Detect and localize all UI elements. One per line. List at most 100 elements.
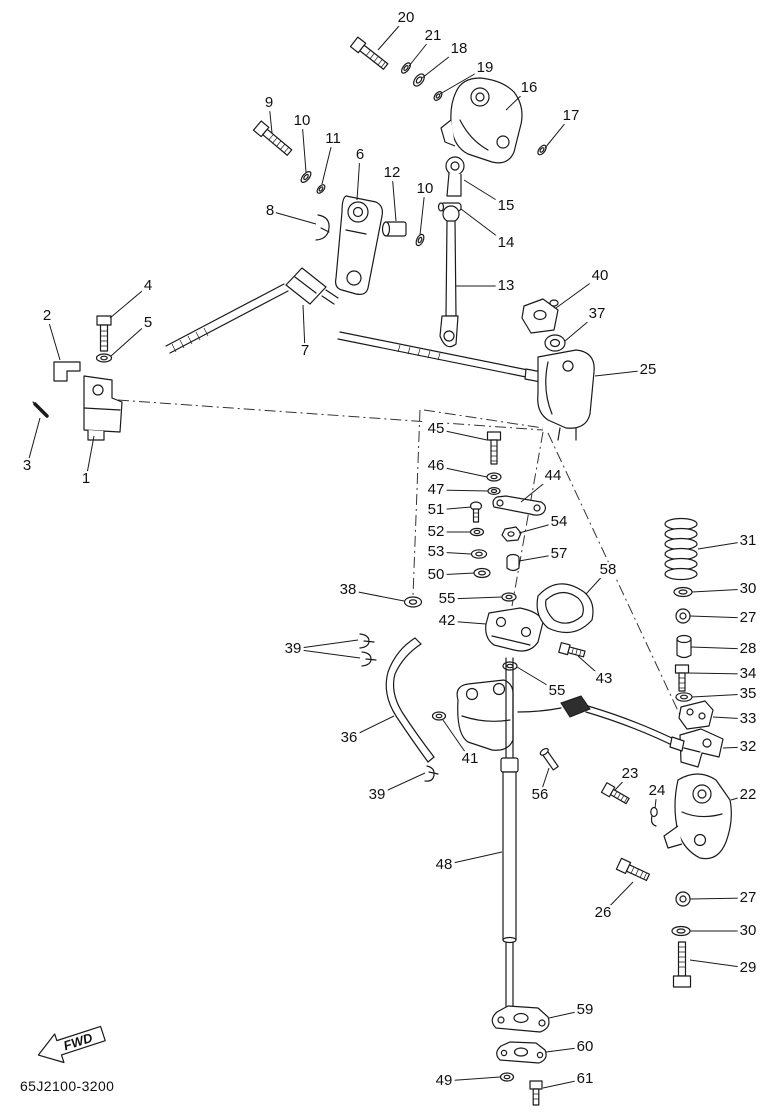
callout-26: 26 [592,904,614,922]
part-17-washer [537,144,547,156]
part-60-gasket [496,1041,547,1064]
part-11-washer [316,184,326,194]
callout-56: 56 [529,786,551,804]
callout-53: 53 [425,543,447,561]
part-1-bracket [83,375,123,441]
part-51-screw [469,501,483,523]
callout-44: 44 [542,467,564,485]
part-46-washer [486,472,502,482]
callout-60: 60 [574,1038,596,1056]
leader-line-39 [292,639,359,650]
callout-36: 36 [338,729,360,747]
part-55-washer-b [502,661,518,671]
callout-40: 40 [589,267,611,285]
callout-35: 35 [737,685,759,703]
part-38-washer [403,596,423,608]
callout-4: 4 [141,277,155,295]
callout-39: 39 [366,786,388,804]
callout-9: 9 [262,94,276,112]
callout-47: 47 [425,481,447,499]
callout-54: 54 [548,513,570,531]
callout-22: 22 [737,786,759,804]
callout-24: 24 [646,782,668,800]
callout-50: 50 [425,566,447,584]
part-55-washer-a [501,592,517,602]
part-16-bracket [440,77,523,164]
part-29-bolt [672,941,692,988]
part-4-bolt [96,315,112,352]
part-59-plate [491,1005,550,1033]
callout-29: 29 [737,959,759,977]
callout-37: 37 [586,305,608,323]
callout-11: 11 [323,130,343,148]
leader-line-12 [391,172,397,222]
callout-38: 38 [337,581,359,599]
part-13-link-rod [439,205,460,348]
part-28-bushing [676,634,692,659]
callout-10: 10 [414,180,436,198]
part-58-grip [536,583,594,634]
part-53-washer [470,549,488,559]
part-10-washer-a [300,171,312,183]
part-25-bracket [537,349,595,441]
fwd-arrow: FWD [37,1025,106,1064]
part-8-clip [315,214,330,241]
part-56-pin [539,747,559,771]
callout-20: 20 [395,9,417,27]
callout-1: 1 [79,470,93,488]
callout-48: 48 [433,856,455,874]
part-9-bolt [252,120,293,156]
part-45-bolt [486,431,502,465]
leader-line-39 [292,648,361,659]
cable-connector [517,695,685,752]
part-15-link [445,156,465,197]
callout-39: 39 [282,640,304,658]
callout-5: 5 [141,314,155,332]
part-42-bracket [485,607,544,652]
callout-41: 41 [459,750,481,768]
callout-59: 59 [574,1001,596,1019]
callout-57: 57 [548,545,570,563]
part-27-washer-a [675,608,691,624]
part-2-clip [53,361,81,382]
part-44-plate [492,495,547,516]
callout-23: 23 [619,765,641,783]
callout-30: 30 [737,922,759,940]
leader-line-3 [26,417,41,467]
part-6-lever [335,195,383,295]
part-48-rod [500,657,519,1007]
callout-14: 14 [495,234,517,252]
leader-line-10 [301,120,307,173]
callout-30: 30 [737,580,759,598]
callout-3: 3 [20,457,34,475]
callout-2: 2 [40,307,54,325]
part-32-bracket [679,728,724,768]
callout-17: 17 [560,107,582,125]
callout-13: 13 [495,277,517,295]
callout-55: 55 [546,682,568,700]
part-47-washer [487,487,501,496]
part-30-washer-b [671,925,691,937]
callout-8: 8 [263,202,277,220]
callout-16: 16 [518,79,540,97]
callout-61: 61 [574,1070,596,1088]
part-61-bolt [529,1080,543,1106]
part-10-washer-b [415,233,425,247]
part-43-bolt [558,642,586,658]
part-20-bolt [349,36,389,70]
part-26-bolt [615,857,651,882]
part-27-washer-b [675,891,691,907]
callout-27: 27 [737,889,759,907]
part-12-pin [381,221,407,237]
callout-51: 51 [425,501,447,519]
callout-32: 32 [737,738,759,756]
part-21-washer [401,62,411,74]
part-33-plate [678,700,714,730]
part-40-bracket [521,298,559,334]
callout-31: 31 [737,532,759,550]
callout-28: 28 [737,640,759,658]
leader-line-8 [269,210,317,225]
mount-bracket [456,679,514,751]
part-39-clip-lower [424,765,439,782]
